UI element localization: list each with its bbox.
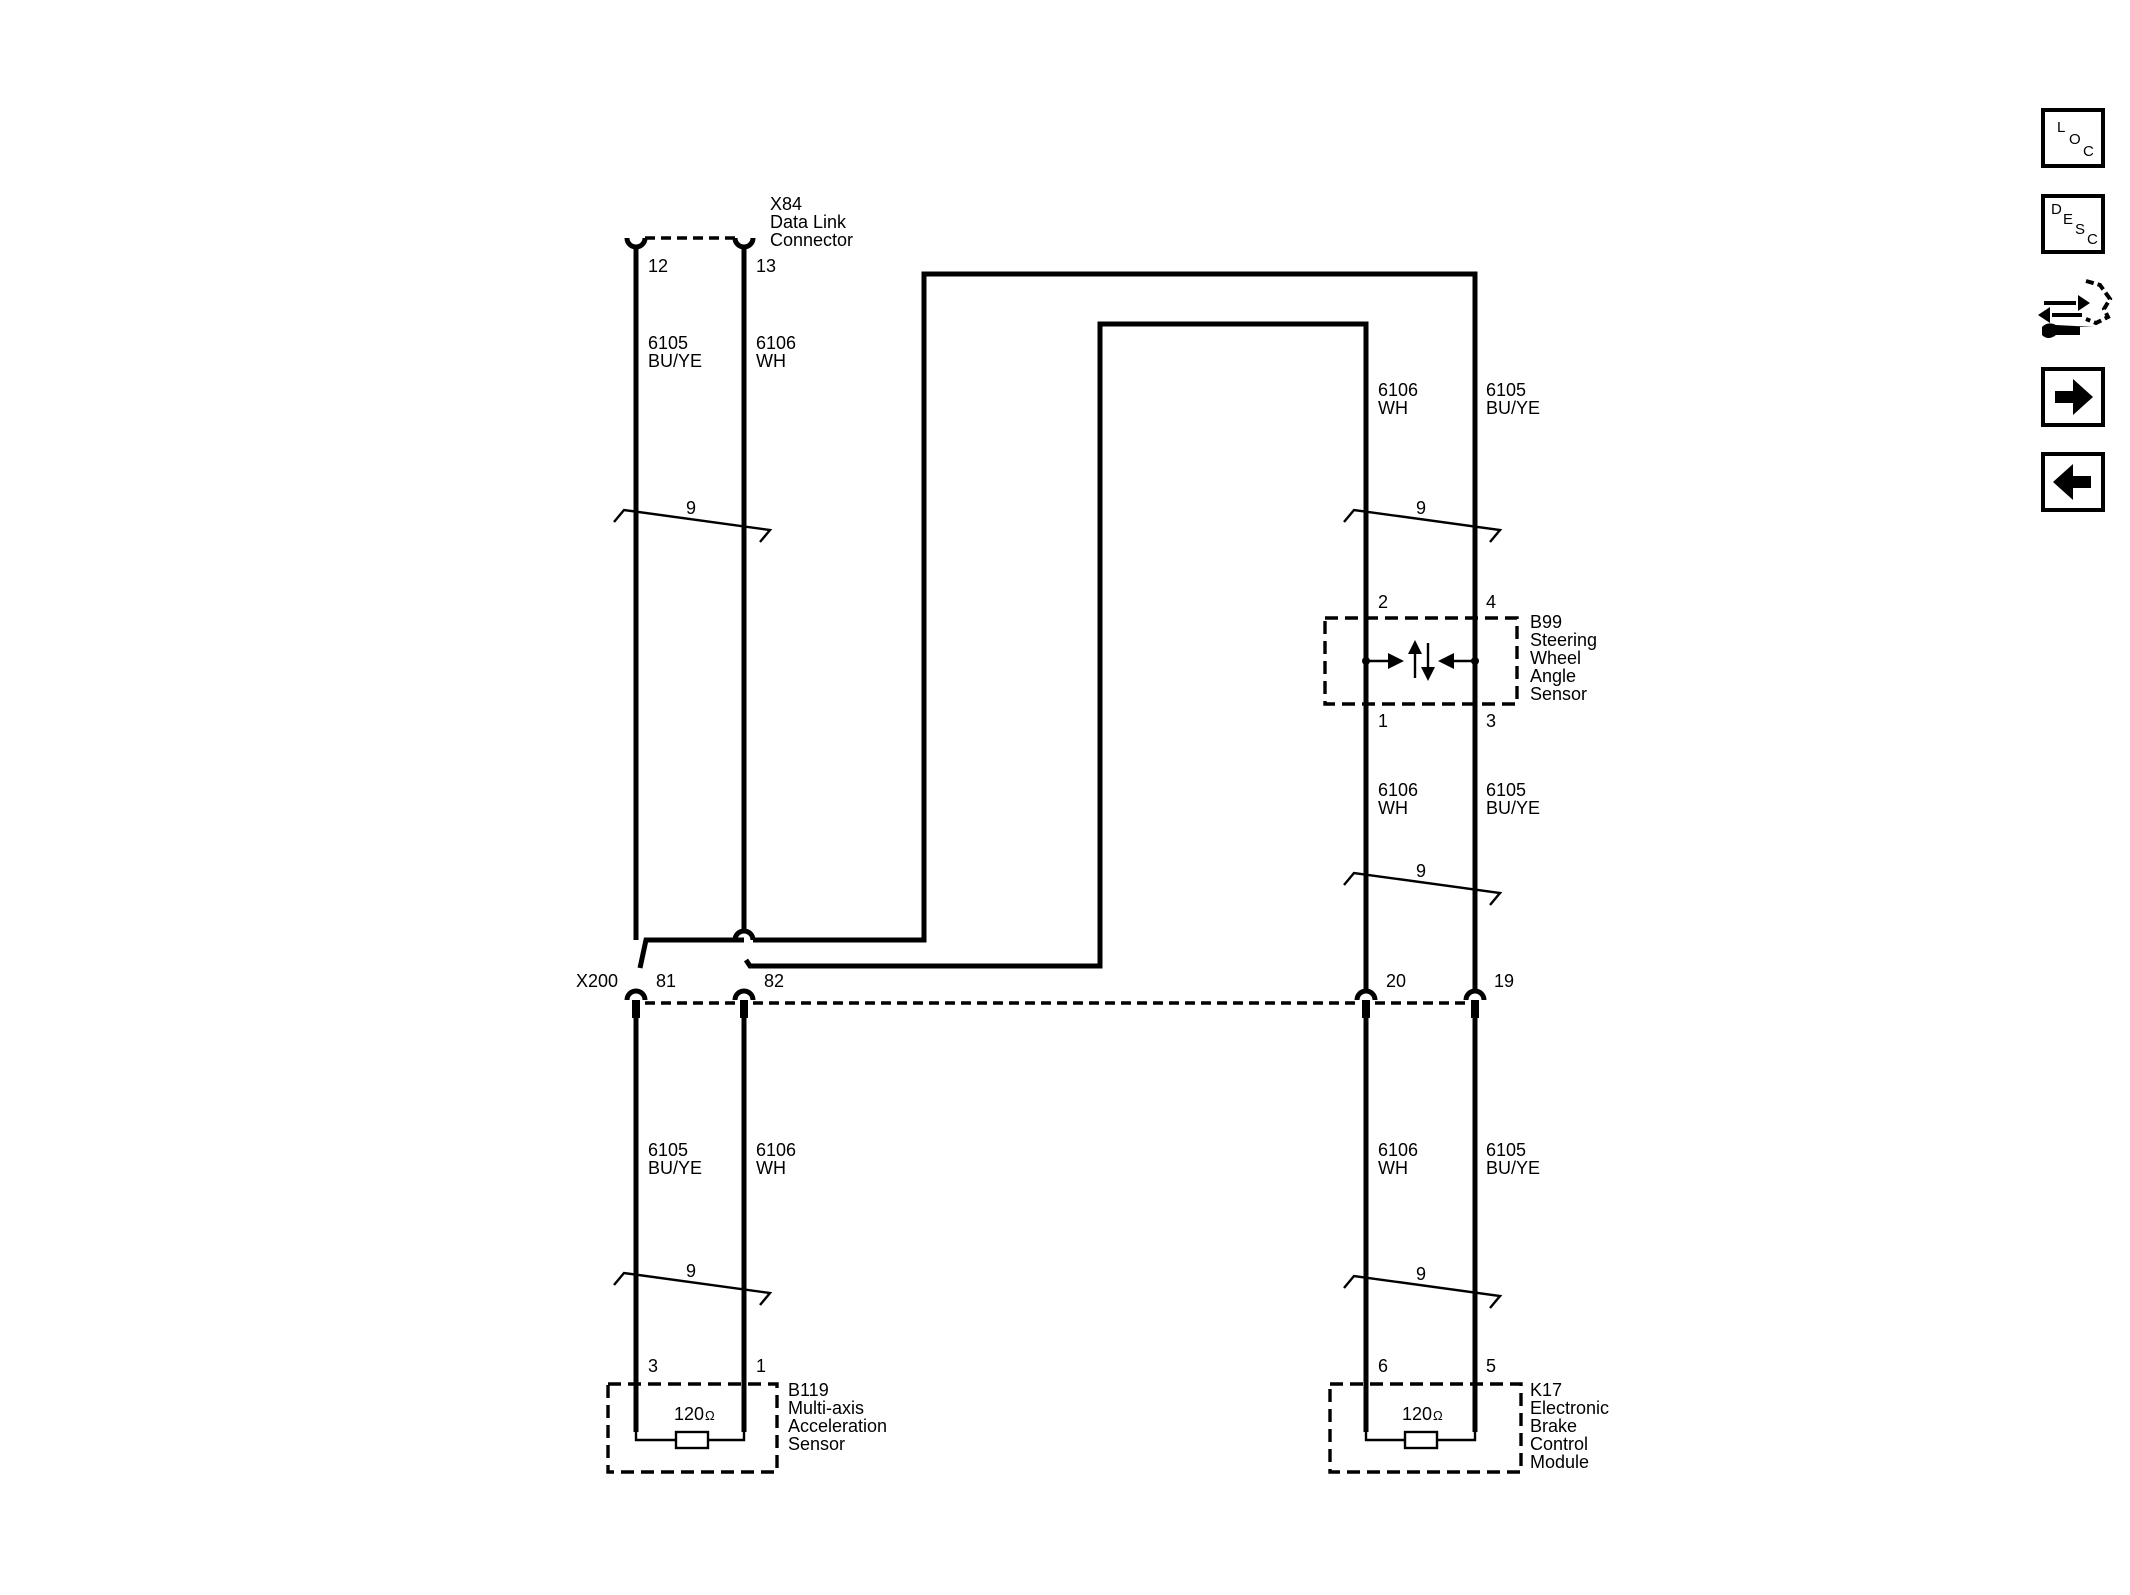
b99-name-3: Angle [1530,666,1576,686]
b119-sensor[interactable] [606,1382,779,1474]
desc-letter-d: D [2051,201,2062,218]
wire-label-6105-rm-color: BU/YE [1486,798,1540,818]
b119-name-1: Multi-axis [788,1398,864,1418]
x84-pin-12: 12 [648,256,668,276]
twisted-pair-marker [1343,1274,1503,1309]
desc-button[interactable]: D E S C [2041,194,2105,254]
twist-label-rm: 9 [1416,861,1426,881]
b99-pin-3: 3 [1486,711,1496,731]
loc-letter-l: L [2057,119,2066,136]
resistor-icon [674,1430,710,1450]
wire-label-6105-rt: 6105 [1486,380,1526,400]
wire-label-6106-rb: 6106 [1378,1140,1418,1160]
wire-label-6106-lb: 6106 [756,1140,796,1160]
loc-button[interactable]: L O C [2041,108,2105,168]
wire-6105-crossover[interactable] [732,928,756,941]
b99-name-4: Sensor [1530,684,1587,704]
b119-id: B119 [788,1380,829,1400]
wire-label-6106-rt-color: WH [1378,398,1408,418]
k17-module[interactable] [1328,1382,1523,1474]
resistor-icon [1403,1430,1439,1450]
wire-label-6105-lt: 6105 [648,333,688,353]
x84-name-1: Data Link [770,212,847,232]
k17-ohm-symbol: Ω [1433,1408,1443,1423]
wire-label-6105-rb-color: BU/YE [1486,1158,1540,1178]
loc-letter-c: C [2083,143,2094,160]
x200-pin-81: 81 [656,971,676,991]
desc-letter-c: C [2087,231,2098,248]
wire-label-6106-lb-color: WH [756,1158,786,1178]
desc-letter-e: E [2063,211,2074,228]
x200-pin-20: 20 [1386,971,1406,991]
arrow-right-icon[interactable] [2041,367,2105,427]
k17-id: K17 [1530,1380,1562,1400]
wire-label-6106-rb-color: WH [1378,1158,1408,1178]
arrow-left-icon[interactable] [2041,452,2105,512]
wire-label-6105-lt-color: BU/YE [648,351,702,371]
x200-connector[interactable] [624,988,1487,1018]
b99-name-2: Wheel [1530,648,1581,668]
wire-label-6105-lb: 6105 [648,1140,688,1160]
b99-pin-4: 4 [1486,592,1496,612]
b119-pin-1: 1 [756,1356,766,1376]
wire-6105-branch-route[interactable] [753,271,1478,990]
wire-label-6106-lt-color: WH [756,351,786,371]
twist-label-tl: 9 [686,498,696,518]
desc-letter-s: S [2075,221,2086,238]
x84-name-2: Connector [770,230,853,250]
tools-icon[interactable] [2034,275,2114,345]
twist-label-rb: 9 [1416,1264,1426,1284]
wire-label-6105-rt-color: BU/YE [1486,398,1540,418]
twisted-pair-marker [1343,508,1503,543]
twist-label-lb: 9 [686,1261,696,1281]
k17-pin-6: 6 [1378,1356,1388,1376]
x84-connector[interactable] [624,236,756,250]
k17-name-4: Module [1530,1452,1589,1472]
x200-pin-19: 19 [1494,971,1514,991]
twisted-pair-marker [1343,871,1503,906]
wire-label-6106-rt: 6106 [1378,380,1418,400]
b119-name-3: Sensor [788,1434,845,1454]
b99-pin-2: 2 [1378,592,1388,612]
twist-label-tr: 9 [1416,498,1426,518]
k17-pin-5: 5 [1486,1356,1496,1376]
x84-id: X84 [770,194,802,214]
wire-6105-branch[interactable] [637,937,744,969]
x200-id: X200 [576,971,618,991]
x200-pin-82: 82 [764,971,784,991]
k17-resistor-value: 120 [1402,1404,1432,1424]
wire-label-6106-rm: 6106 [1378,780,1418,800]
k17-name-2: Brake [1530,1416,1577,1436]
b99-name-1: Steering [1530,630,1597,650]
b119-resistor-value: 120 [674,1404,704,1424]
wire-label-6105-rm: 6105 [1486,780,1526,800]
b99-pin-1: 1 [1378,711,1388,731]
k17-name-1: Electronic [1530,1398,1609,1418]
wire-6106-branch[interactable] [743,321,1369,990]
wire-label-6106-rm-color: WH [1378,798,1408,818]
twisted-pair-marker [613,508,773,543]
wire-label-6105-lb-color: BU/YE [648,1158,702,1178]
b99-id: B99 [1530,612,1562,632]
wire-label-6106-lt: 6106 [756,333,796,353]
b99-sensor[interactable] [1323,616,1519,706]
b119-name-2: Acceleration [788,1416,887,1436]
loc-letter-o: O [2069,131,2081,148]
b119-pin-3: 3 [648,1356,658,1376]
x84-pin-13: 13 [756,256,776,276]
k17-name-3: Control [1530,1434,1588,1454]
twisted-pair-marker [613,1271,773,1306]
wire-label-6105-rb: 6105 [1486,1140,1526,1160]
b119-ohm-symbol: Ω [705,1408,715,1423]
